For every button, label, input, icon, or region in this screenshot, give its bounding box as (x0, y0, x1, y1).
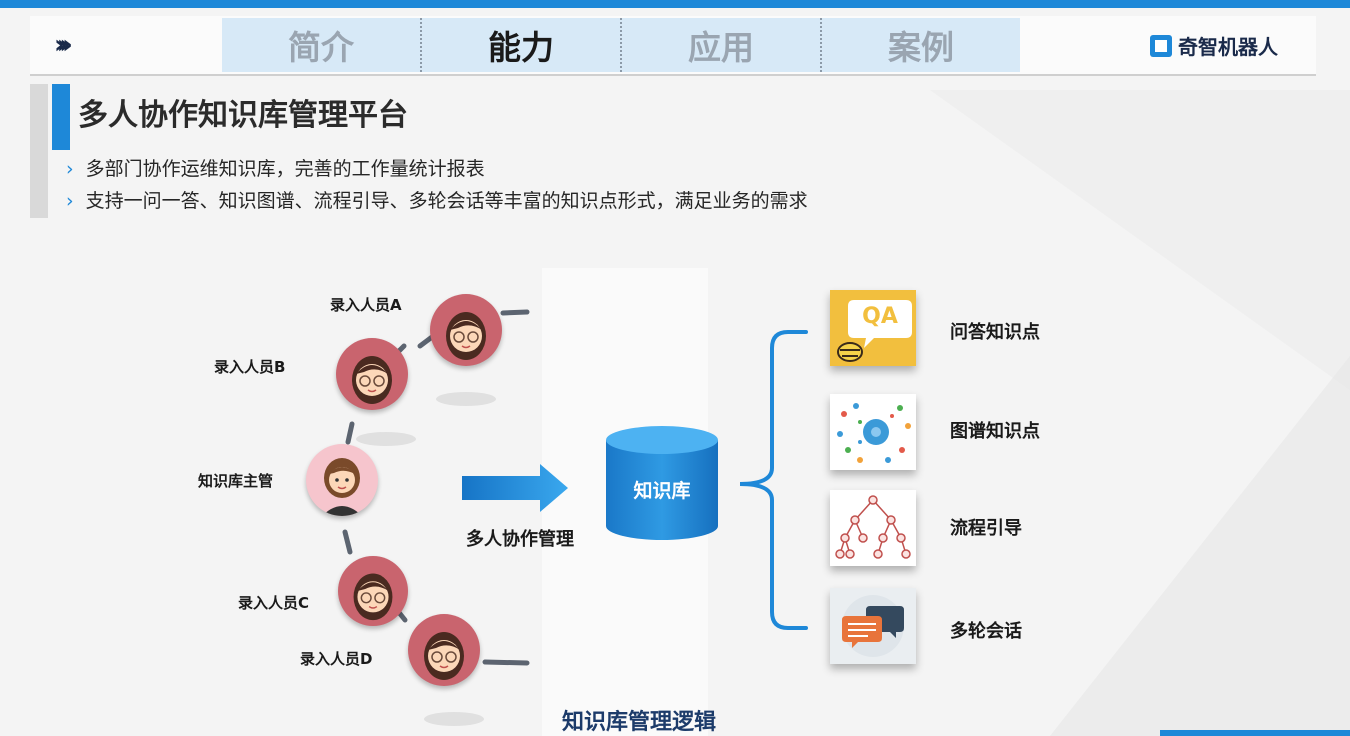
connector-line (345, 421, 355, 445)
person-label-manager: 知识库主管 (198, 472, 274, 490)
corner-accent (1160, 730, 1350, 736)
flow-card-icon (830, 490, 916, 566)
tab-intro[interactable]: 简介 (222, 18, 422, 72)
brand-icon (1150, 34, 1172, 57)
person-label-c: 录入人员C (238, 594, 310, 612)
feature-item: › 支持一问一答、知识图谱、流程引导、多轮会话等丰富的知识点形式，满足业务的需求 (66, 185, 808, 217)
tab-capability[interactable]: 能力 (422, 18, 622, 72)
connector-line (500, 309, 530, 316)
background-shape (930, 90, 1350, 390)
background-shape (1050, 356, 1350, 736)
connector-line (342, 529, 353, 555)
bullet-chevron-icon: › (66, 158, 74, 180)
woman-face-icon (352, 356, 392, 404)
arrow-label: 多人协作管理 (466, 529, 574, 550)
woman-face-icon (446, 312, 486, 360)
avatar (430, 294, 502, 366)
database-label: 知识库 (633, 480, 691, 502)
diagram-caption: 知识库管理逻辑 (562, 710, 717, 735)
title-side-bar (30, 84, 48, 218)
type-label-dialog: 多轮会话 (950, 621, 1022, 642)
brand-name: 奇智机器人 (1178, 35, 1278, 59)
top-navigation: ›››› 简介 能力 应用 案例 奇智机器人 (30, 16, 1316, 76)
feature-list: › 多部门协作运维知识库，完善的工作量统计报表 › 支持一问一答、知识图谱、流程引导… (66, 153, 808, 217)
type-label-flow: 流程引导 (950, 518, 1022, 539)
qa-card-icon: QA (830, 290, 916, 366)
woman-face-icon (424, 632, 464, 680)
avatar (338, 556, 408, 626)
database-icon (606, 426, 718, 540)
avatar-shadow (436, 392, 496, 406)
type-label-graph: 图谱知识点 (950, 421, 1040, 442)
bullet-chevron-icon: › (66, 190, 74, 212)
avatar-shadow (424, 712, 484, 726)
connector-line (482, 659, 530, 666)
tab-cases[interactable]: 案例 (888, 28, 954, 67)
feature-text: 支持一问一答、知识图谱、流程引导、多轮会话等丰富的知识点形式，满足业务的需求 (85, 190, 808, 212)
type-label-qa: 问答知识点 (950, 322, 1040, 343)
avatar (336, 338, 408, 410)
top-accent-bar (0, 0, 1350, 8)
connector-line (417, 334, 435, 349)
avatar (306, 444, 378, 516)
tab-application[interactable]: 应用 (622, 18, 822, 72)
nav-tabs: 简介 能力 应用 案例 (222, 18, 1020, 72)
feature-item: › 多部门协作运维知识库，完善的工作量统计报表 (66, 153, 808, 185)
feature-text: 多部门协作运维知识库，完善的工作量统计报表 (85, 158, 485, 180)
avatar-shadow (356, 432, 416, 446)
person-label-b: 录入人员B (214, 358, 286, 376)
graph-card-icon (830, 394, 916, 470)
chat-card-icon (830, 588, 916, 664)
flow-arrow-icon (462, 464, 568, 512)
manager-face-icon (322, 458, 362, 516)
avatar (408, 614, 480, 686)
woman-face-icon (353, 573, 393, 621)
qa-card-text: QA (862, 304, 898, 329)
person-label-d: 录入人员D (300, 650, 373, 668)
title-accent-bar (52, 84, 70, 150)
bracket-icon (739, 330, 808, 630)
person-label-a: 录入人员A (330, 296, 402, 314)
brand-logo: 奇智机器人 (1150, 31, 1278, 60)
page-title: 多人协作知识库管理平台 (78, 98, 408, 133)
